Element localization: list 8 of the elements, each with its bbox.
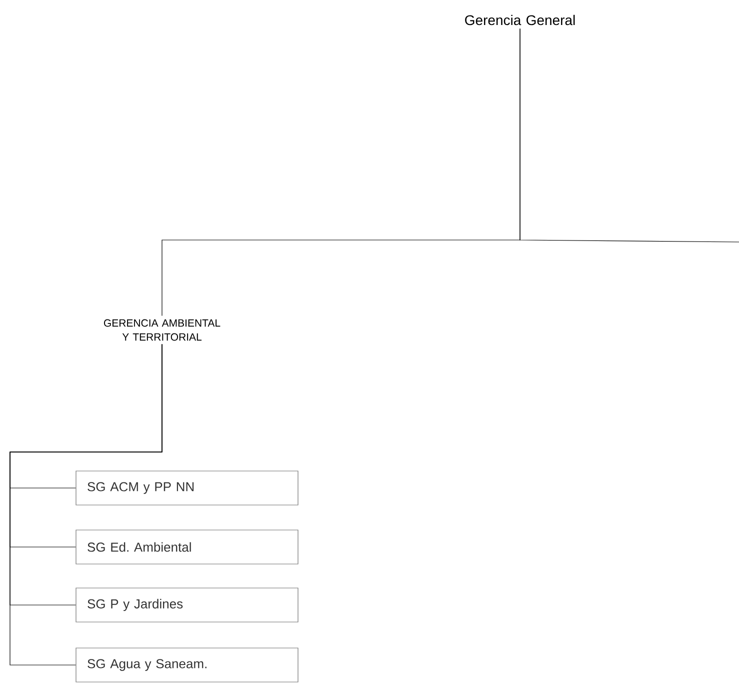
unit-box: SG P y Jardines — [76, 588, 298, 622]
org-title-text: Gerencia General — [465, 14, 575, 26]
connector-line — [520, 28, 739, 242]
unit-box: SG Ed. Ambiental — [76, 530, 298, 564]
unit-box: SG Agua y Saneam. — [76, 648, 298, 682]
department-label: GERENCIA AMBIENTAL Y TERRITORIAL — [104, 319, 220, 341]
connector-line — [10, 344, 162, 666]
unit-box: SG ACM y PP NN — [76, 470, 298, 506]
